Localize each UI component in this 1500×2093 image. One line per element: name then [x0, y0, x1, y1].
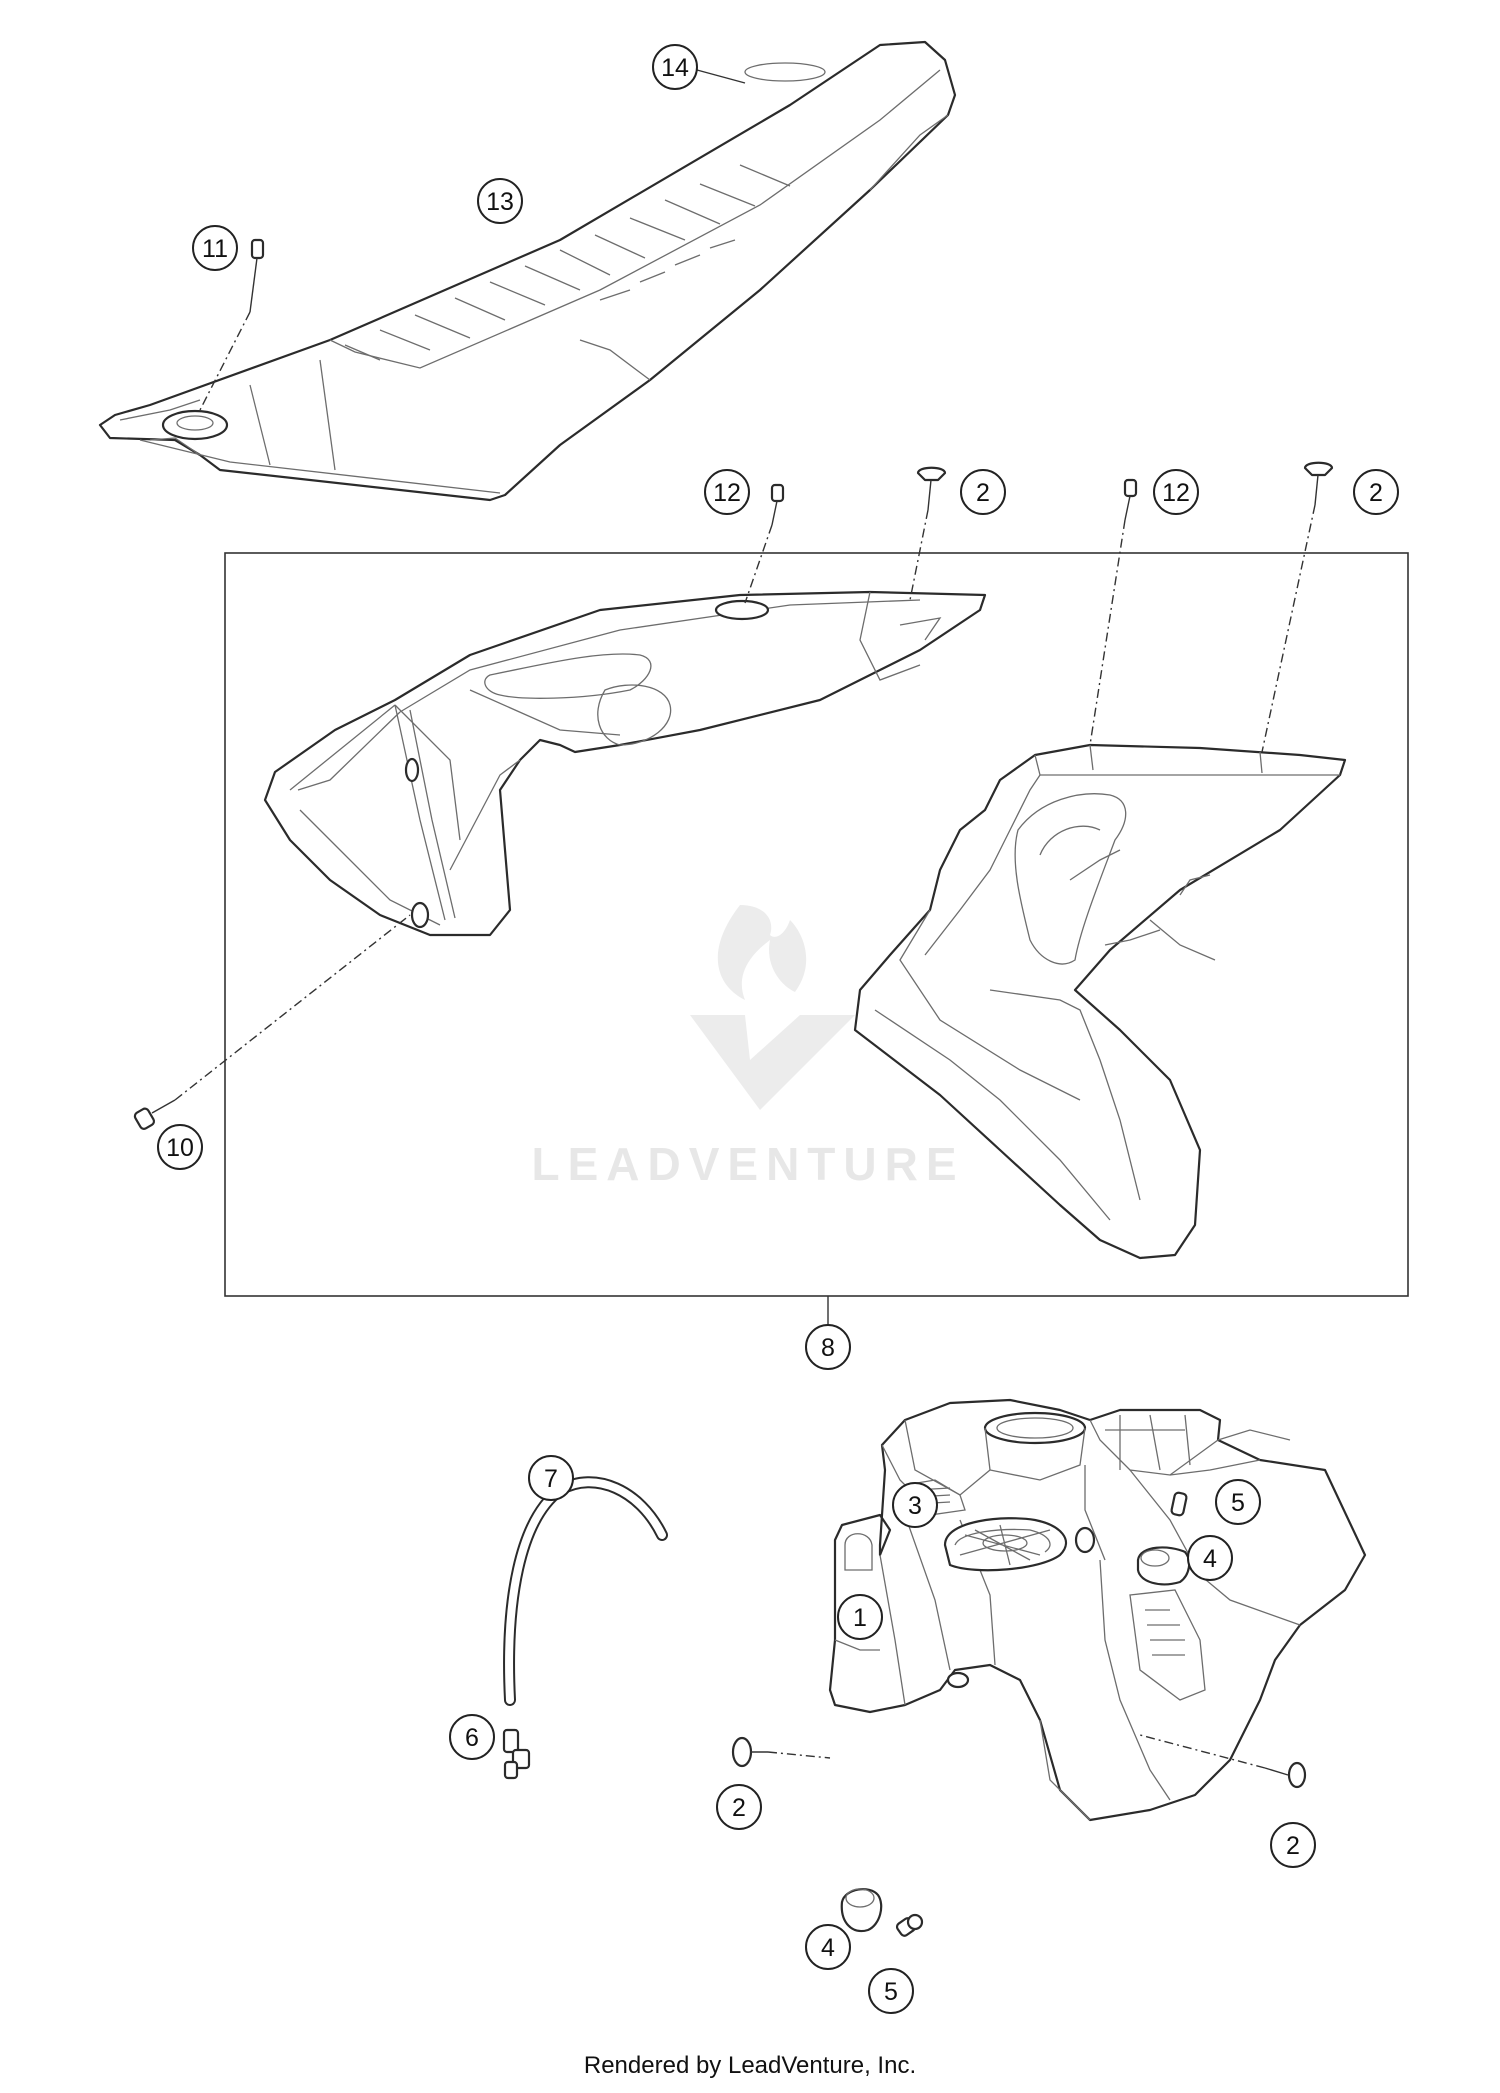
watermark-text: LEADVENTURE — [531, 1138, 964, 1190]
left-tank-cover — [263, 590, 987, 937]
check-valve — [502, 1728, 531, 1780]
svg-text:8: 8 — [821, 1334, 835, 1362]
bolt-5-top — [1170, 1491, 1188, 1517]
grommet-4-top — [1136, 1546, 1191, 1586]
svg-text:2: 2 — [1286, 1832, 1300, 1860]
svg-text:4: 4 — [821, 1934, 835, 1962]
screw-12-left — [744, 483, 785, 604]
screw-10 — [133, 914, 411, 1130]
svg-text:5: 5 — [1231, 1489, 1245, 1517]
callout-12-left[interactable]: 12 — [704, 469, 750, 515]
screw-2-left — [909, 466, 947, 601]
leadventure-watermark: LEADVENTURE — [531, 905, 964, 1190]
screw-12-right — [1089, 478, 1138, 746]
callout-6[interactable]: 6 — [449, 1714, 495, 1760]
callout-1[interactable]: 1 — [837, 1594, 883, 1640]
screw-2-tank-right — [1139, 1734, 1307, 1789]
svg-text:11: 11 — [202, 235, 228, 263]
callout-10[interactable]: 10 — [157, 1124, 203, 1170]
svg-text:6: 6 — [465, 1724, 479, 1752]
callout-11[interactable]: 11 — [192, 225, 238, 271]
svg-text:12: 12 — [713, 479, 741, 507]
fuel-tank — [828, 1398, 1367, 1822]
svg-text:1: 1 — [853, 1604, 867, 1632]
svg-text:5: 5 — [884, 1978, 898, 2006]
callout-5-bottom[interactable]: 5 — [868, 1968, 914, 2014]
seat — [98, 40, 957, 502]
bolt-11 — [199, 238, 265, 411]
callout-12-right[interactable]: 12 — [1153, 469, 1199, 515]
callout-4-bottom[interactable]: 4 — [805, 1924, 851, 1970]
svg-text:7: 7 — [544, 1465, 558, 1493]
svg-text:10: 10 — [166, 1134, 194, 1162]
callout-4-top[interactable]: 4 — [1187, 1535, 1233, 1581]
svg-text:13: 13 — [486, 188, 514, 216]
kit-8-frame — [224, 552, 1409, 1297]
breather-hose — [503, 1476, 668, 1706]
svg-text:14: 14 — [661, 54, 689, 82]
callout-5-top[interactable]: 5 — [1215, 1479, 1261, 1525]
callout-2-tank-left[interactable]: 2 — [716, 1784, 762, 1830]
callout-2-right[interactable]: 2 — [1353, 469, 1399, 515]
callout-2-tank-right[interactable]: 2 — [1270, 1822, 1316, 1868]
svg-text:2: 2 — [732, 1794, 746, 1822]
svg-text:2: 2 — [1369, 479, 1383, 507]
callout-13[interactable]: 13 — [477, 178, 523, 224]
callout-7[interactable]: 7 — [528, 1455, 574, 1501]
callout-8[interactable]: 8 — [805, 1324, 851, 1370]
svg-text:2: 2 — [976, 479, 990, 507]
grommet-4-bottom — [840, 1888, 883, 1933]
callout-14[interactable]: 14 — [652, 44, 698, 90]
svg-text:12: 12 — [1162, 479, 1190, 507]
callout-3[interactable]: 3 — [892, 1482, 938, 1528]
footer-credit: Rendered by LeadVenture, Inc. — [583, 2052, 917, 2079]
callout-2-left[interactable]: 2 — [960, 469, 1006, 515]
fuel-cap — [943, 1517, 1067, 1572]
bolt-5-bottom — [895, 1913, 924, 1937]
svg-text:3: 3 — [908, 1492, 922, 1520]
svg-text:4: 4 — [1203, 1545, 1217, 1573]
screw-2-right — [1261, 461, 1334, 753]
right-tank-cover — [853, 743, 1347, 1260]
screw-2-tank-left — [731, 1736, 831, 1768]
